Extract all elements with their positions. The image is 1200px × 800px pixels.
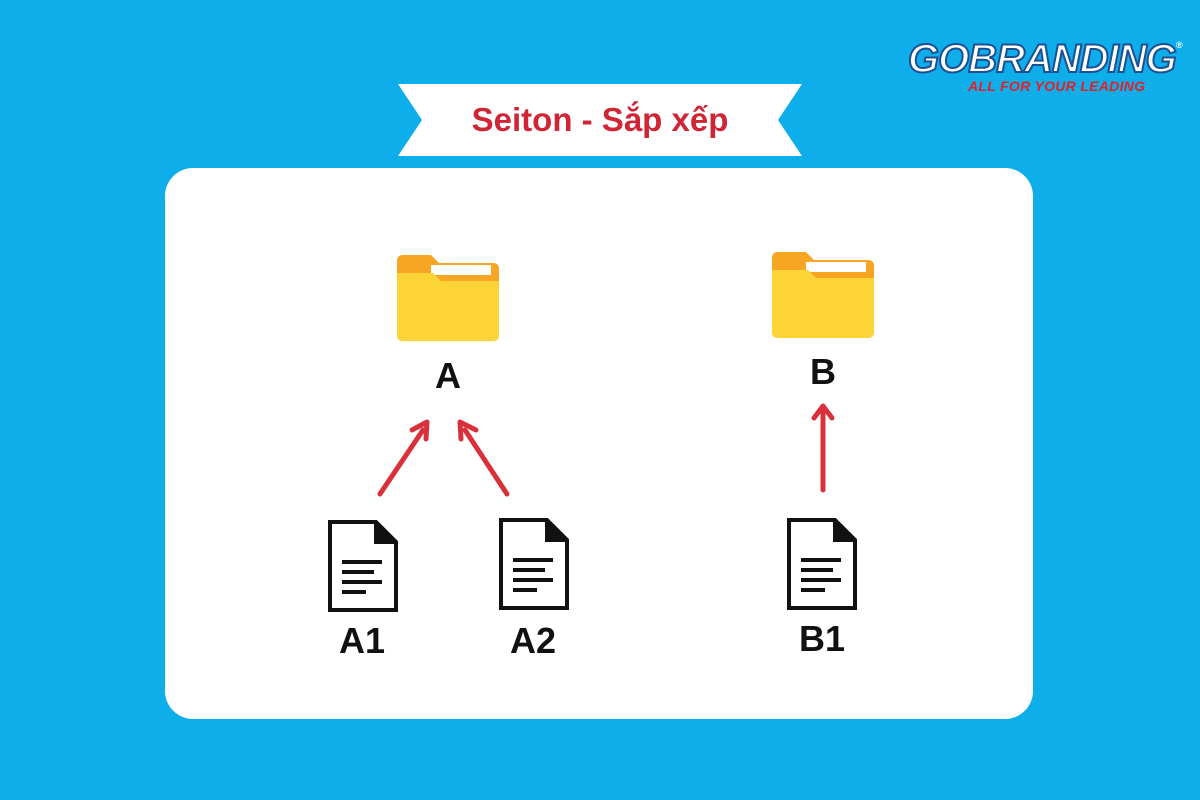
file-a1-label: A1 — [338, 620, 386, 661]
folder-a-icon — [397, 255, 499, 341]
logo-tagline: ALL FOR YOUR LEADING — [968, 78, 1146, 94]
file-a1-icon — [328, 520, 398, 612]
logo-registered-mark: ® — [1176, 40, 1183, 50]
logo-brand-name: GOBRANDING — [907, 36, 1178, 82]
file-b1-icon — [787, 518, 857, 610]
hierarchy-diagram — [328, 252, 874, 612]
title-banner: Seiton - Sắp xếp — [398, 84, 802, 156]
file-a2-label: A2 — [509, 620, 557, 661]
diagram-card: A B A1 A2 B1 — [165, 168, 1033, 719]
page-title: Seiton - Sắp xếp — [471, 101, 729, 138]
file-b1-label: B1 — [798, 618, 846, 659]
folder-a-label: A — [435, 355, 461, 396]
folder-b-icon — [772, 252, 874, 338]
arrow-a2-to-a — [457, 419, 510, 497]
arrow-b1-to-b — [811, 403, 835, 493]
ribbon-shape — [398, 84, 802, 156]
brand-logo: GOBRANDING ® ALL FOR YOUR LEADING — [907, 36, 1188, 102]
folder-b-label: B — [810, 351, 836, 392]
arrow-a1-to-a — [377, 419, 430, 497]
file-a2-icon — [499, 518, 569, 610]
